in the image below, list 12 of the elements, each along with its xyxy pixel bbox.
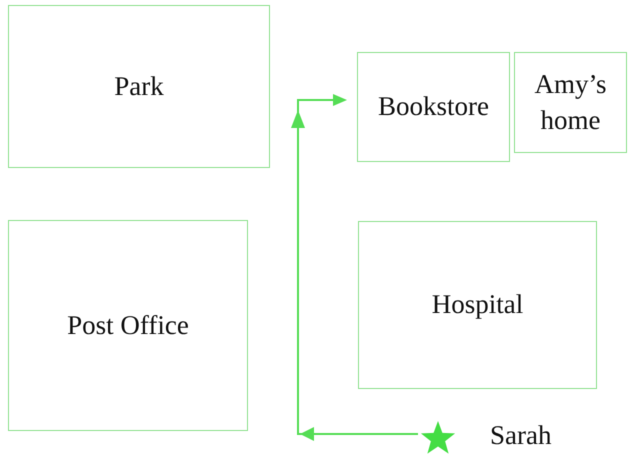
place-name: Park: [114, 70, 164, 103]
place-name: Bookstore: [378, 90, 489, 124]
place-box: [358, 221, 597, 389]
place-name: Hospital: [432, 288, 524, 322]
place-box: [8, 220, 248, 431]
route-arrow: [291, 94, 418, 441]
place-name: Amy’s home: [533, 68, 608, 136]
place-box: [8, 5, 270, 168]
person-name: Sarah: [490, 420, 552, 451]
place-name: Post Office: [67, 308, 189, 342]
place-box: [514, 52, 627, 153]
place-box: [357, 52, 510, 162]
